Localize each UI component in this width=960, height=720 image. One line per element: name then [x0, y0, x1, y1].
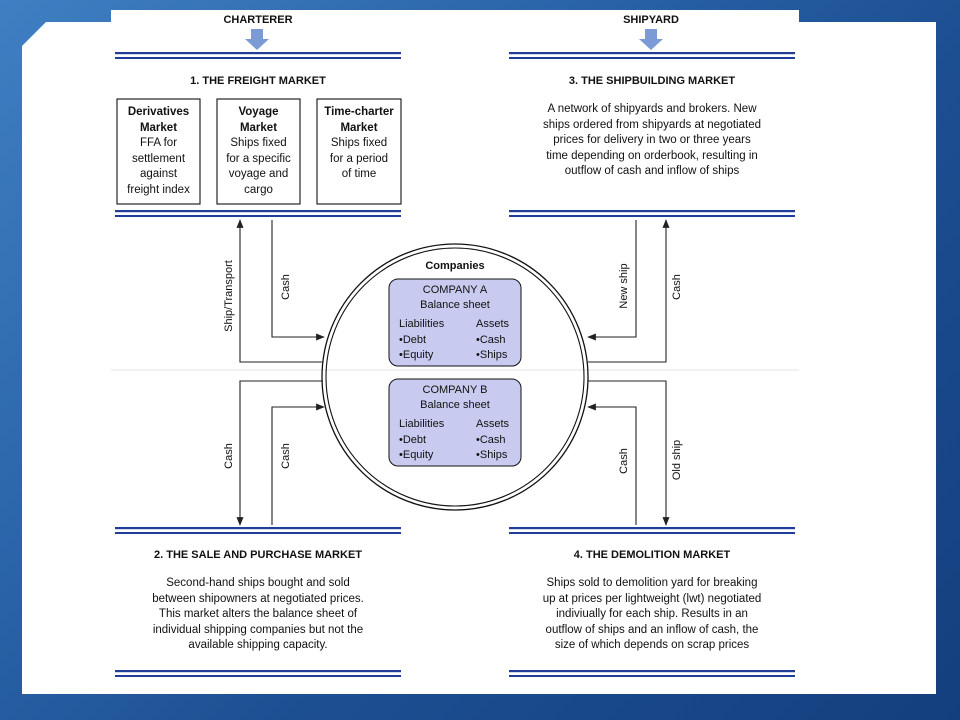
cash-demo-label: Cash	[618, 448, 630, 474]
voyage-market-text: Voyage Market Ships fixed for a specific…	[217, 105, 300, 199]
shipbuilding-market-title: 3. THE SHIPBUILDING MARKET	[568, 75, 736, 87]
demolition-bottom-rule	[509, 670, 795, 677]
company-b-liabilities: Liabilities •Debt •Equity	[399, 417, 444, 464]
shipbuilding-line: ships ordered from shipyards at negotiat…	[543, 118, 761, 131]
shipbuilding-line: outflow of cash and inflow of ships	[564, 165, 740, 178]
old-ship-label: Old ship	[671, 439, 683, 481]
shipbuilding-bottom-rule	[509, 210, 795, 217]
timecharter-line: for a period	[329, 152, 389, 165]
timecharter-market-text: Time-charter Market Ships fixed for a pe…	[317, 105, 401, 183]
cash-shipyard-label: Cash	[671, 274, 683, 300]
company-a-asset-line: Assets	[476, 318, 510, 330]
demolition-market-title: 4. THE DEMOLITION MARKET	[573, 549, 731, 561]
charterer-label: CHARTERER	[223, 14, 293, 26]
company-b-asset-line: •Ships	[476, 449, 508, 461]
new-ship-label: New ship	[618, 263, 630, 309]
voyage-line: Voyage	[238, 106, 279, 118]
voyage-line: for a specific	[226, 152, 291, 165]
company-a-liab-line: •Equity	[399, 349, 434, 361]
timecharter-line: of time	[341, 168, 377, 181]
companies-title: Companies	[425, 260, 485, 272]
derivatives-line: Market	[139, 121, 178, 134]
freight-market-title: 1. THE FREIGHT MARKET	[190, 75, 326, 87]
sale-top-rule	[115, 527, 401, 534]
ship-transport-arrow	[236, 219, 323, 363]
cash-sale-right-label: Cash	[280, 443, 292, 469]
sale-line: individual shipping companies but not th…	[152, 623, 364, 636]
sale-bottom-rule	[115, 670, 401, 677]
company-b-box	[388, 378, 522, 467]
company-b-liab-line: •Debt	[399, 433, 427, 446]
sale-line: Second-hand ships bought and sold	[166, 577, 350, 589]
cash-sale-left-label: Cash	[223, 443, 235, 469]
shipyard-down-arrow	[639, 29, 663, 50]
shipbuilding-line: A network of shipyards and brokers. New	[547, 103, 757, 115]
timecharter-line: Market	[340, 121, 378, 134]
freight-top-rule	[115, 52, 401, 59]
demolition-description: Ships sold to demolition yard for breaki…	[509, 576, 795, 654]
company-b-assets: Assets •Cash •Ships	[476, 417, 509, 464]
derivatives-line: settlement	[131, 152, 186, 165]
company-b-liab-line: Liabilities	[399, 418, 445, 430]
derivatives-line: Derivatives	[127, 106, 190, 118]
companies-outer-circle	[321, 243, 589, 511]
company-a-box	[388, 278, 522, 367]
company-a-liabilities: Liabilities •Debt •Equity	[399, 317, 444, 364]
demolition-line: outflow of ships and an inflow of cash, …	[545, 623, 759, 636]
company-b-liab-line: •Equity	[399, 449, 434, 461]
demolition-line: up at prices per lightweight (lwt) negot…	[542, 592, 762, 605]
sale-line: available shipping capacity.	[188, 639, 328, 652]
companies-inner-circle	[325, 247, 585, 507]
company-a-liab-line: •Debt	[399, 333, 427, 346]
company-a-assets: Assets •Cash •Ships	[476, 317, 509, 364]
company-b-asset-line: Assets	[476, 418, 510, 430]
sale-purchase-market-title: 2. THE SALE AND PURCHASE MARKET	[154, 549, 362, 561]
demolition-top-rule	[509, 527, 795, 534]
demolition-line: size of which depends on scrap prices	[554, 639, 750, 652]
cash-sale-left-arrow	[236, 380, 323, 526]
company-b-asset-line: •Cash	[476, 433, 506, 446]
derivatives-market-box	[116, 98, 201, 205]
old-ship-arrow	[588, 380, 670, 526]
cash-freight-label: Cash	[280, 274, 292, 300]
sale-purchase-description: Second-hand ships bought and sold betwee…	[115, 576, 401, 654]
demolition-line: indiviually for each ship. Results in an	[556, 608, 748, 621]
company-a-subtitle: Balance sheet	[420, 299, 490, 311]
company-a-asset-line: •Cash	[476, 333, 506, 346]
new-ship-arrow	[587, 220, 637, 341]
timecharter-market-box	[316, 98, 402, 205]
voyage-market-box	[216, 98, 301, 205]
cash-shipyard-arrow	[588, 219, 670, 363]
freight-bottom-rule	[115, 210, 401, 217]
company-a-liab-line: Liabilities	[399, 318, 445, 330]
derivatives-line: freight index	[127, 183, 190, 196]
shipbuilding-line: time depending on orderbook, resulting i…	[546, 149, 758, 162]
voyage-line: Ships fixed	[230, 137, 287, 150]
voyage-line: voyage and	[228, 168, 289, 181]
company-b-name: COMPANY B	[422, 384, 488, 396]
demolition-line: Ships sold to demolition yard for breaki…	[546, 577, 758, 589]
derivatives-line: FFA for	[139, 137, 178, 150]
company-a-name: COMPANY A	[422, 284, 488, 296]
ship-transport-label: Ship/Transport	[223, 260, 235, 332]
shipbuilding-top-rule	[509, 52, 795, 59]
cash-demo-arrow	[587, 403, 637, 525]
shipbuilding-description: A network of shipyards and brokers. New …	[509, 102, 795, 180]
timecharter-line: Ships fixed	[330, 137, 388, 150]
shipbuilding-line: prices for delivery in two or three year…	[553, 134, 751, 147]
shipyard-label: SHIPYARD	[623, 14, 679, 26]
timecharter-line: Time-charter	[324, 106, 394, 118]
voyage-line: Market	[239, 121, 278, 134]
cash-freight-arrow	[271, 220, 325, 341]
company-b-subtitle: Balance sheet	[420, 399, 490, 411]
derivatives-line: against	[139, 168, 178, 181]
cash-sale-right-arrow	[271, 403, 325, 525]
company-a-asset-line: •Ships	[476, 349, 508, 361]
derivatives-market-text: Derivatives Market FFA for settlement ag…	[117, 105, 200, 199]
sale-line: This market alters the balance sheet of	[158, 608, 358, 621]
sale-line: between shipowners at negotiated prices.	[152, 592, 364, 605]
voyage-line: cargo	[244, 183, 273, 196]
charterer-down-arrow	[245, 29, 269, 50]
